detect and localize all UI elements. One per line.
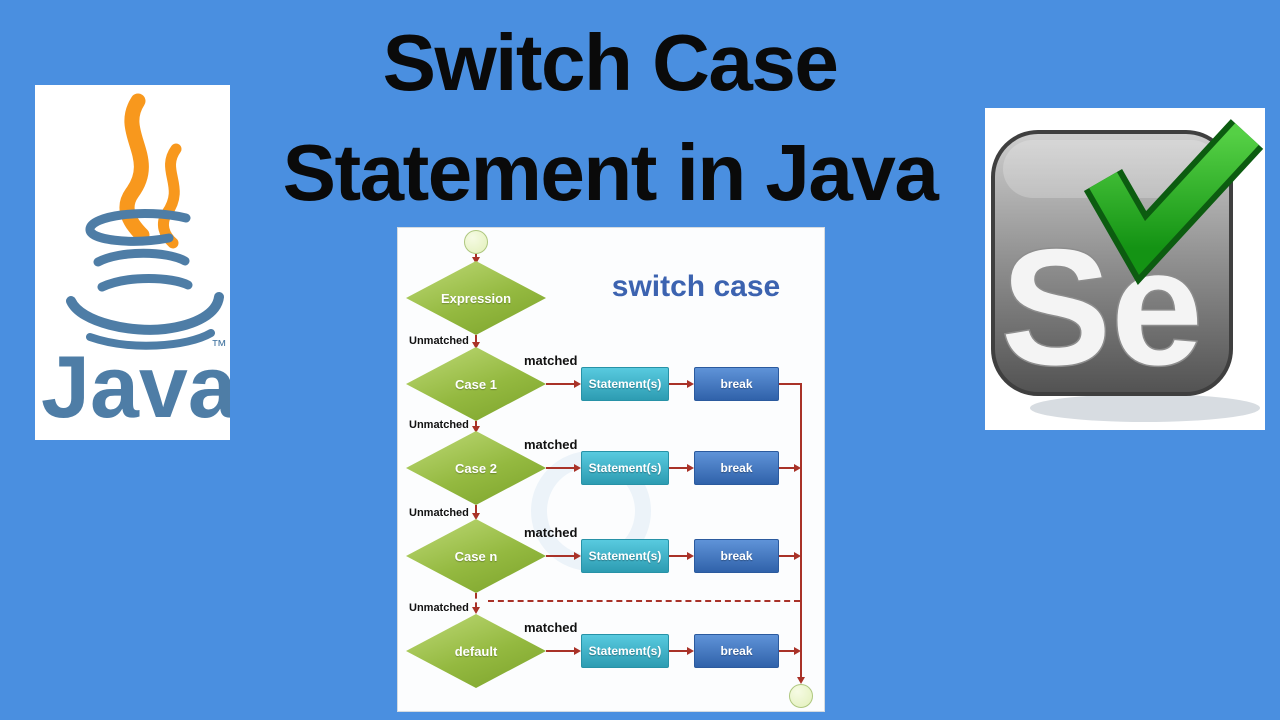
java-steam-small-icon [157,143,182,249]
matched-label: matched [524,525,578,540]
java-cup-line3-icon [97,274,193,292]
selenium-check-icon [1083,119,1264,285]
selenium-logo-icon: Se [991,119,1264,422]
statement-box: Statement(s) [581,451,669,485]
break-label: break [720,549,753,563]
unmatched-label: Unmatched [409,419,469,431]
break-box: break [694,451,779,485]
arrowhead-right-icon [574,380,581,388]
arrowhead-down-icon [472,426,480,433]
java-cup-line2-icon [93,248,190,267]
java-cup-rim-icon [85,209,191,246]
java-saucer-icon [66,292,224,335]
java-logo-icon: Java ™ [41,93,238,436]
connector [779,383,801,385]
unmatched-label: Unmatched [409,602,469,614]
arrowhead-down-icon [797,677,805,684]
unmatched-label: Unmatched [409,507,469,519]
matched-label: matched [524,620,578,635]
matched-label: matched [524,437,578,452]
arrowhead-right-icon [687,380,694,388]
decision-label: Case 1 [455,376,497,392]
break-box: break [694,634,779,668]
statement-box: Statement(s) [581,539,669,573]
connector [669,383,687,385]
java-wordmark: Java [41,337,230,436]
java-swoosh-icon [86,329,215,350]
flowchart-panel: switch case Expression Unmatched Case 1 … [397,227,825,712]
selenium-wordmark: Se [1001,215,1203,399]
unmatched-label: Unmatched [409,335,469,347]
arrowhead-down-icon [472,257,480,264]
connector [475,335,477,343]
arrowhead-right-icon [574,464,581,472]
arrowhead-down-icon [472,342,480,349]
arrowhead-down-icon [472,607,480,614]
java-steam-large-icon [119,93,150,243]
decision-expression: Expression [406,261,546,335]
start-node [464,230,488,254]
connector [475,421,477,426]
connector [779,555,794,557]
decision-label: Case 2 [455,460,497,476]
connector [669,555,687,557]
arrowhead-right-icon [794,647,801,655]
decision-label: Expression [440,290,512,306]
selenium-shadow-icon [1030,394,1260,422]
arrowhead-down-icon [472,513,480,520]
connector [475,254,477,257]
connector [546,383,574,385]
return-connector [800,383,802,677]
decision-label: Case n [454,548,498,564]
title-line-1: Switch Case [382,18,839,107]
flowchart-heading: switch case [611,270,781,303]
break-box: break [694,367,779,401]
title-line-2: Statement in Java [282,128,939,217]
connector [779,467,794,469]
selenium-badge-gloss-icon [1003,140,1221,198]
break-box: break [694,539,779,573]
selenium-logo: Se [985,108,1265,430]
statement-label: Statement(s) [588,644,662,658]
arrowhead-right-icon [687,647,694,655]
statement-box: Statement(s) [581,367,669,401]
end-node [789,684,813,708]
arrowhead-right-icon [687,464,694,472]
matched-label: matched [524,353,578,368]
arrowhead-right-icon [794,552,801,560]
statement-label: Statement(s) [588,549,662,563]
statement-label: Statement(s) [588,377,662,391]
java-trademark: ™ [211,338,227,355]
connector [546,555,574,557]
arrowhead-right-icon [687,552,694,560]
decision-label: default [454,643,498,659]
arrowhead-right-icon [574,647,581,655]
break-label: break [720,644,753,658]
statement-label: Statement(s) [588,461,662,475]
arrowhead-right-icon [794,464,801,472]
break-label: break [720,461,753,475]
connector [669,650,687,652]
arrowhead-right-icon [574,552,581,560]
connector [669,467,687,469]
statement-box: Statement(s) [581,634,669,668]
connector [546,650,574,652]
dashed-connector [475,593,477,608]
page-title: Switch Case Statement in Java [150,8,1070,228]
connector [779,650,794,652]
connector [475,505,477,514]
java-logo: Java ™ [35,85,238,440]
dashed-connector [488,600,800,602]
connector [546,467,574,469]
break-label: break [720,377,753,391]
